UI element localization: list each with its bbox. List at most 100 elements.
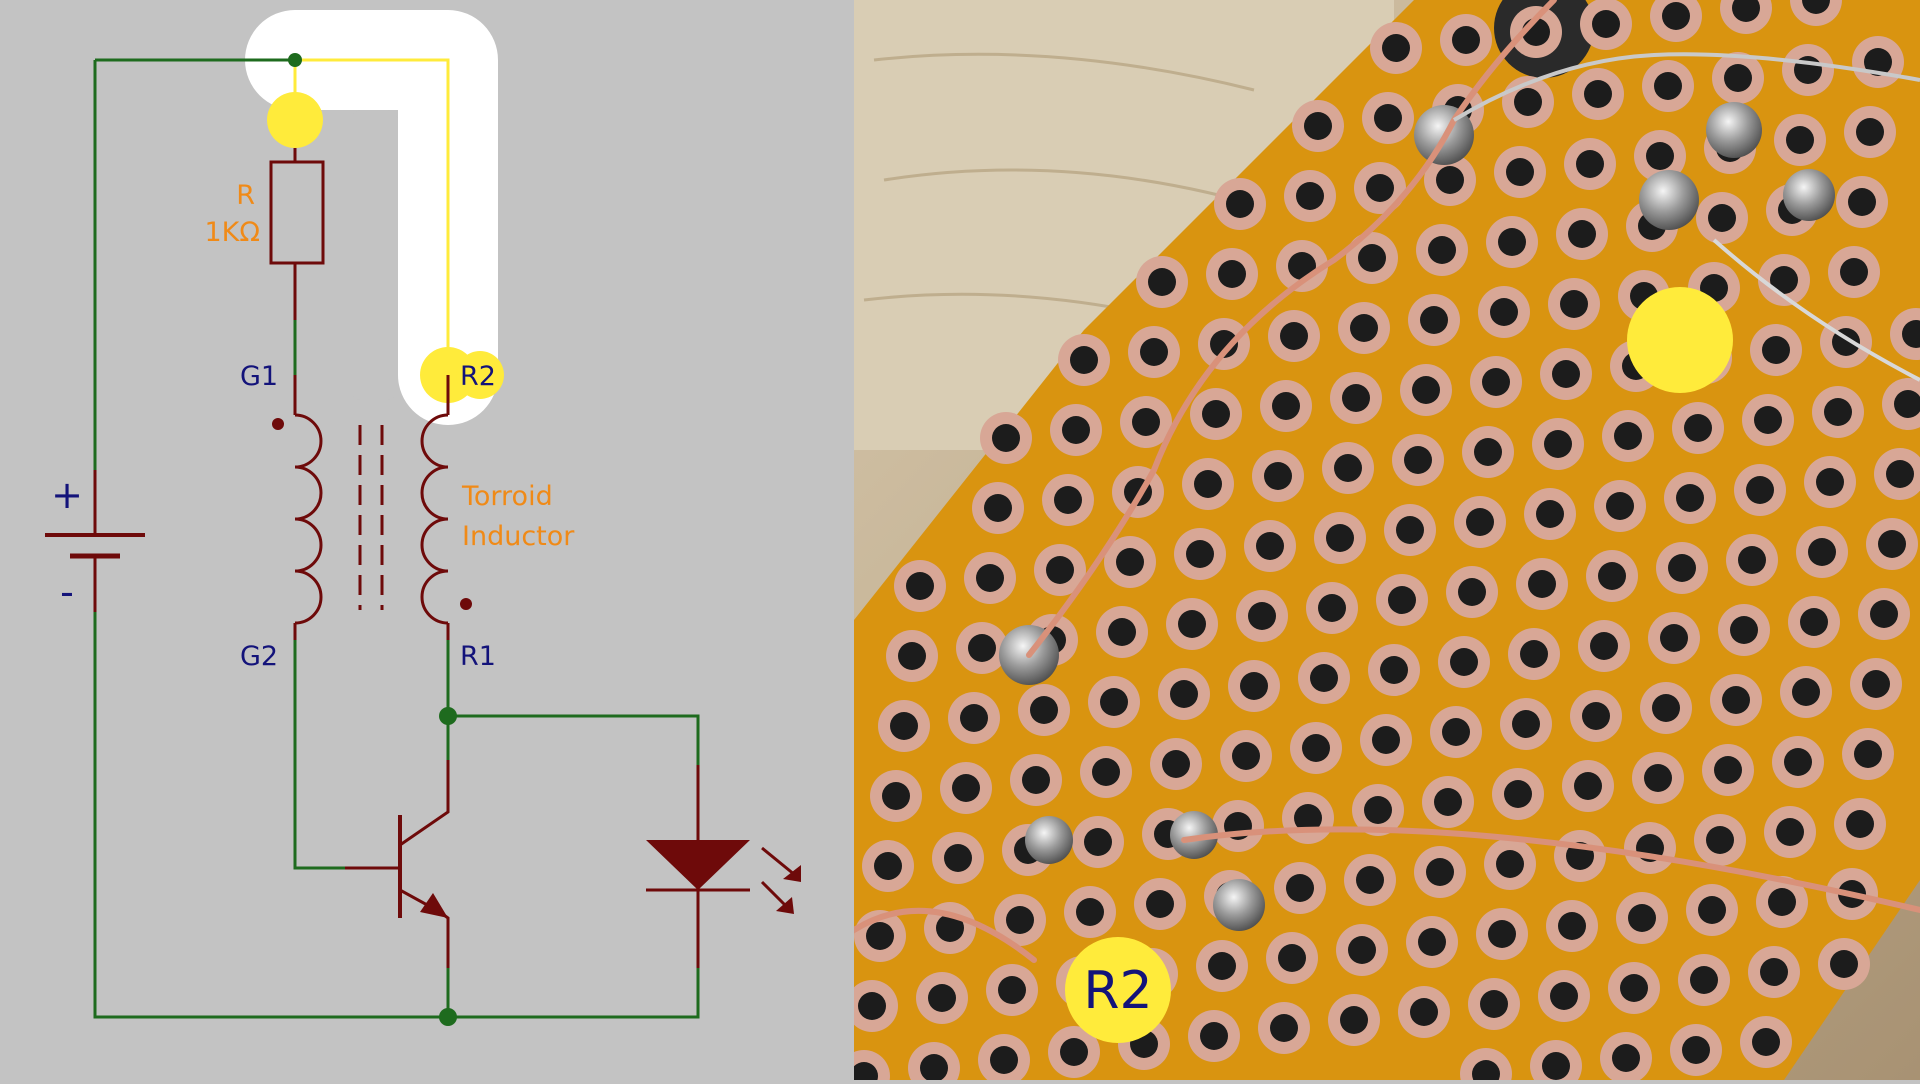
schematic-svg: R 1KΩ + - G1 G2 R1 R2 Torroid Inductor — [45, 10, 801, 1026]
perfboard-hole — [1760, 958, 1788, 986]
perfboard-hole — [1498, 228, 1526, 256]
perfboard-hole — [866, 922, 894, 950]
perfboard-hole — [1070, 346, 1098, 374]
led-arrow-2 — [760, 880, 789, 909]
perfboard-hole — [890, 712, 918, 740]
perfboard-hole — [1506, 158, 1534, 186]
perfboard-hole — [1226, 190, 1254, 218]
perfboard-photo: R2 — [854, 0, 1920, 1080]
perfboard-hole — [1520, 640, 1548, 668]
perfboard-hole — [1482, 368, 1510, 396]
solder-joint — [1639, 170, 1699, 230]
perfboard-hole — [1186, 540, 1214, 568]
solder-joint — [1783, 169, 1835, 221]
yellow-dot-r2-label — [456, 351, 504, 399]
perfboard-hole — [1348, 936, 1376, 964]
perfboard-hole — [1420, 306, 1448, 334]
perfboard-hole — [1504, 780, 1532, 808]
perfboard-hole — [1418, 928, 1446, 956]
photo-r2-badge-bg — [1065, 937, 1171, 1043]
perfboard-hole — [1108, 618, 1136, 646]
perfboard-hole — [1310, 664, 1338, 692]
perfboard-hole — [1644, 764, 1672, 792]
perfboard-hole — [1856, 118, 1884, 146]
perfboard-hole — [1232, 742, 1260, 770]
perfboard-hole — [1302, 734, 1330, 762]
perfboard-hole — [1272, 392, 1300, 420]
perfboard-hole — [1294, 804, 1322, 832]
perfboard-hole — [1496, 850, 1524, 878]
copper-wire-long — [1026, 0, 1557, 658]
wire-g2 — [293, 640, 400, 870]
perfboard-hole — [1442, 718, 1470, 746]
coil-right — [420, 413, 449, 625]
perfboard-hole — [1200, 1022, 1228, 1050]
perfboard-hole — [1062, 416, 1090, 444]
perfboard-hole — [1434, 788, 1462, 816]
perfboard-hole — [1488, 920, 1516, 948]
inductor-core — [358, 425, 384, 610]
perfboard-hole — [1318, 594, 1346, 622]
solder-joint — [1025, 816, 1073, 864]
perfboard-hole — [1270, 1014, 1298, 1042]
perfboard-hole — [952, 774, 980, 802]
coil-left — [294, 413, 323, 625]
perfboard-hole — [1148, 268, 1176, 296]
perfboard-hole — [1512, 710, 1540, 738]
perfboard-hole — [1116, 548, 1144, 576]
silver-wire-right — [1712, 238, 1920, 382]
perfboard-hole — [1722, 686, 1750, 714]
perfboard-hole — [1574, 772, 1602, 800]
perfboard-hole — [1054, 486, 1082, 514]
perfboard-hole — [1746, 476, 1774, 504]
junction-bottom — [439, 1008, 457, 1026]
perfboard-hole — [1278, 944, 1306, 972]
perfboard-hole — [1724, 64, 1752, 92]
perfboard-hole — [1776, 818, 1804, 846]
perfboard-hole — [1458, 578, 1486, 606]
perfboard-hole — [944, 844, 972, 872]
perfboard-hole — [1708, 204, 1736, 232]
perfboard-hole — [928, 984, 956, 1012]
perfboard-hole — [1768, 888, 1796, 916]
perfboard-hole — [1684, 414, 1712, 442]
perfboard-hole — [1366, 174, 1394, 202]
perfboard-hole — [1802, 0, 1830, 14]
wires — [93, 58, 700, 1019]
perfboard-hole — [1380, 656, 1408, 684]
solder-joint — [1170, 811, 1218, 859]
perfboard-hole — [1808, 538, 1836, 566]
perfboard-hole — [1450, 648, 1478, 676]
perfboard-hole — [1662, 2, 1690, 30]
perfboard-hole — [976, 564, 1004, 592]
perfboard-hole — [1676, 484, 1704, 512]
perfboard-hole — [1590, 632, 1618, 660]
perfboard-hole — [882, 782, 910, 810]
perfboard-hole — [1536, 500, 1564, 528]
junction-r1 — [439, 707, 457, 725]
perfboard-hole — [1286, 874, 1314, 902]
transistor-collector — [399, 760, 450, 847]
perfboard-hole — [1698, 896, 1726, 924]
perfboard-hole — [1326, 524, 1354, 552]
perfboard-hole — [1388, 586, 1416, 614]
perfboard-hole — [1060, 1038, 1088, 1066]
inductor-label-line2: Inductor — [462, 521, 575, 552]
perfboard-hole — [1490, 298, 1518, 326]
perfboard-hole — [1100, 688, 1128, 716]
perfboard-hole — [998, 976, 1026, 1004]
led-triangle — [646, 840, 750, 890]
glow-cutout — [350, 110, 398, 400]
perfboard-hole — [1410, 998, 1438, 1026]
perfboard-hole — [1132, 408, 1160, 436]
perfboard-hole — [1466, 508, 1494, 536]
perfboard-hole — [1854, 740, 1882, 768]
junction-top — [288, 53, 302, 67]
perfboard-hole — [1560, 290, 1588, 318]
yellow-dot-resistor — [267, 92, 323, 148]
copper-wire-left — [854, 907, 1037, 963]
pin-r1-label: R1 — [460, 641, 496, 672]
perfboard-hole — [1830, 950, 1858, 978]
perfboard-hole — [1714, 756, 1742, 784]
perfboard-hole — [1628, 904, 1656, 932]
